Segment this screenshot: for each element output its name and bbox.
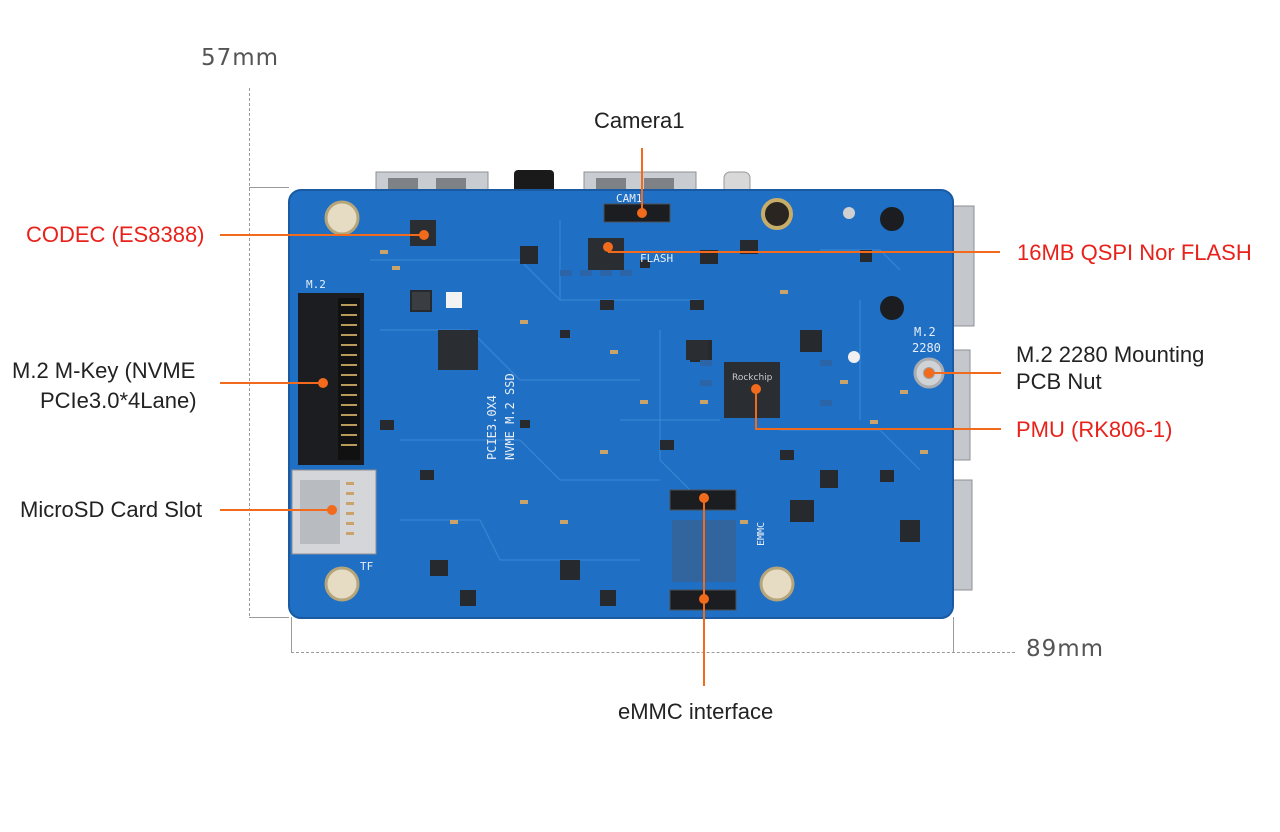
callout-flash-line	[608, 251, 1000, 253]
callout-m2-line	[220, 382, 322, 384]
callout-m2-dot	[318, 378, 328, 388]
silk-m2-right: M.2	[914, 325, 936, 339]
height-dimension-label: 57mm	[201, 45, 280, 71]
callout-nut-line	[929, 372, 1001, 374]
callout-m2-label-line1: M.2 M-Key (NVME	[12, 358, 196, 383]
callout-flash-label: 16MB QSPI Nor FLASH	[1017, 240, 1252, 265]
top-connectors	[375, 170, 751, 196]
callout-emmc-line	[703, 498, 705, 686]
callout-camera-label: Camera1	[594, 108, 685, 133]
callout-flash-dot	[603, 242, 613, 252]
callout-emmc-label: eMMC interface	[618, 699, 774, 724]
callout-microsd-dot	[327, 505, 337, 515]
soc-brand-text: Rockchip	[732, 373, 773, 383]
callout-camera-dot	[637, 208, 647, 218]
callout-codec-line	[220, 234, 424, 236]
silk-emmc: EMMC	[756, 522, 767, 546]
m2-slot	[298, 293, 364, 465]
silk-nvme: NVME M.2 SSD	[503, 373, 517, 460]
callout-nut-label-line2: PCB Nut	[1016, 369, 1102, 394]
silk-flash: FLASH	[640, 252, 673, 265]
callout-microsd-label: MicroSD Card Slot	[20, 497, 203, 522]
width-dim-tick-right	[953, 617, 954, 652]
callout-codec-label: CODEC (ES8388)	[26, 222, 205, 247]
width-dim-tick-left	[291, 617, 292, 652]
callout-m2-label-line2: PCIe3.0*4Lane)	[40, 388, 197, 413]
callout-codec-dot	[419, 230, 429, 240]
silk-tf: TF	[360, 560, 373, 573]
callout-pmu-line-v	[755, 389, 757, 429]
height-dim-tick-bottom	[249, 617, 289, 618]
callout-microsd-line	[220, 509, 332, 511]
callout-pmu-line-h	[755, 428, 1001, 430]
width-dimension-label: 89mm	[1026, 636, 1105, 662]
callout-pmu-label: PMU (RK806-1)	[1016, 417, 1173, 442]
callout-nut-label-line1: M.2 2280 Mounting	[1016, 342, 1205, 367]
silk-2280: 2280	[912, 341, 941, 355]
silk-cam1: CAM1	[616, 192, 643, 205]
callout-camera-line	[641, 148, 643, 214]
height-dim-line	[249, 88, 250, 616]
silk-pcie: PCIE3.0X4	[485, 395, 499, 460]
pcb-traces	[370, 220, 921, 561]
width-dim-line	[291, 652, 1015, 653]
silk-m2-left: M.2	[306, 278, 326, 291]
height-dim-tick-top	[249, 187, 289, 188]
